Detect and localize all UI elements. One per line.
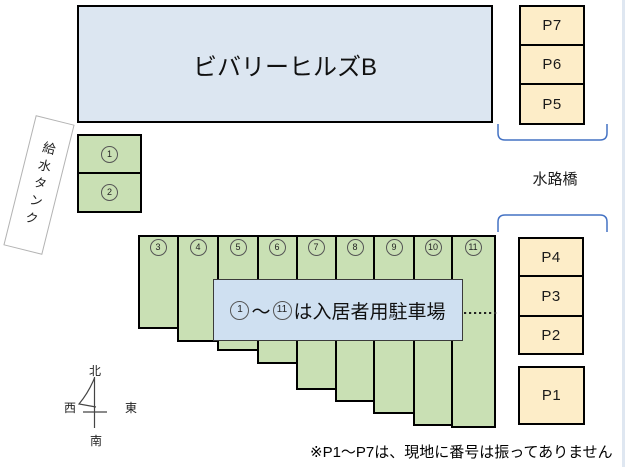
legend-tilde: ～ [251,301,271,323]
window-edge-line [622,0,625,467]
compass-east-label: 東 [124,401,137,415]
resident-parking-legend: 1 ～ 11 は入居者用駐車場 [213,279,463,341]
resident-space-10-number: 10 [413,239,453,256]
space-number-badge: 1 [101,145,118,163]
space-number-badge: 2 [101,184,118,201]
resident-space-2: 2 [77,172,142,213]
bridge-label: 水路橋 [532,171,578,188]
p-space-p5: P5 [519,83,585,125]
footnote: ※P1～P7は、現地に番号は振ってありません [310,444,613,461]
legend-text: は入居者用駐車場 [293,301,446,323]
resident-space-5-number: 5 [218,239,258,256]
resident-space-1: 1 [77,134,142,174]
legend-to-badge: 11 [272,300,292,320]
p-space-p6: P6 [519,44,585,85]
p-space-p2: P2 [518,315,584,355]
water-tank-label: 給水タンク [20,139,58,231]
p-space-p1: P1 [518,366,585,425]
compass-needle-icon [77,377,107,428]
p-space-p4: P4 [518,237,584,277]
building-block: ビバリーヒルズB [77,5,493,123]
resident-space-8-number: 8 [335,239,375,256]
resident-space-4-number: 4 [178,239,218,256]
resident-space-9-number: 9 [374,239,414,256]
building-title: ビバリーヒルズB [192,53,377,81]
resident-space-3-number: 3 [138,239,178,256]
legend-from-badge: 1 [230,300,250,320]
p-space-p3: P3 [518,275,584,317]
resident-space-7-number: 7 [296,239,336,256]
resident-space-6-number: 6 [257,239,297,256]
water-tank: 給水タンク [3,115,75,255]
p-space-p7: P7 [519,5,585,46]
compass-south-label: 南 [89,434,102,448]
bridge-bracket-upper [497,124,608,141]
resident-space-11-number: 11 [453,239,493,256]
compass-west-label: 西 [63,401,76,415]
compass-north-label: 北 [88,364,101,378]
bridge-bracket-lower [497,214,608,232]
